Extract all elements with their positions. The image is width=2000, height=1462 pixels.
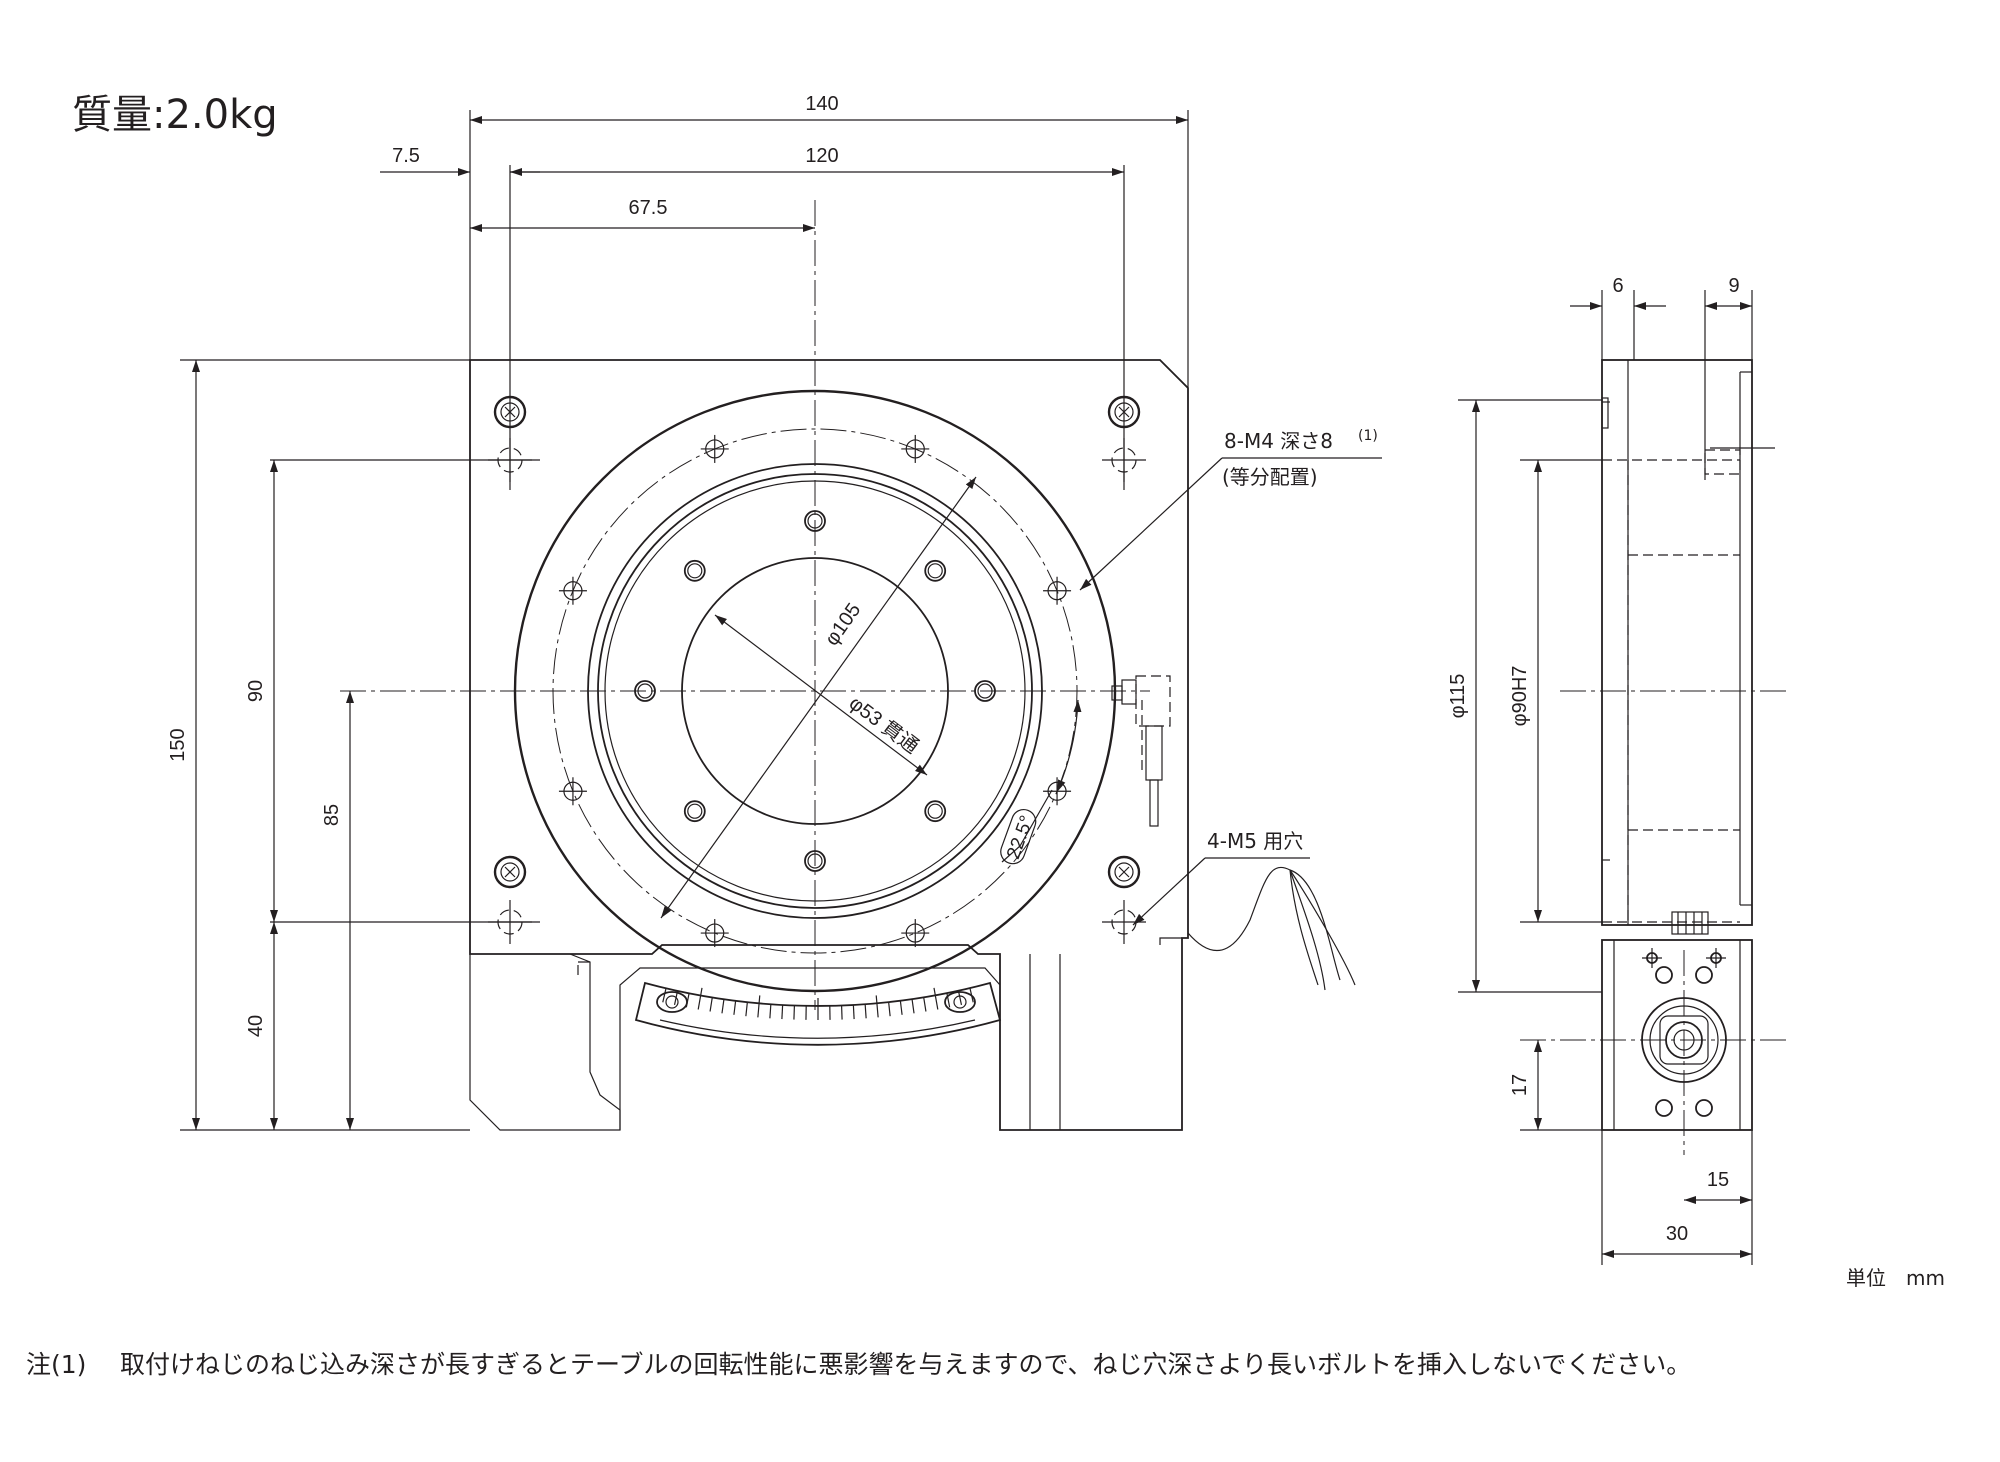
dim-40: 40 — [245, 922, 278, 1130]
scale-tick — [733, 1000, 737, 1015]
scale-tick — [769, 1004, 772, 1019]
front-center-lines — [180, 110, 1189, 1131]
svg-text:φ53 貫通: φ53 貫通 — [845, 691, 923, 758]
svg-text:30: 30 — [1666, 1223, 1688, 1245]
svg-text:140: 140 — [805, 93, 838, 115]
side-lower-block — [1601, 939, 1753, 1131]
scale-tick — [662, 988, 667, 1003]
dim-120: 120 — [510, 145, 1124, 176]
scale-tick — [745, 1002, 748, 1017]
svg-text:(1): (1) — [1358, 428, 1378, 444]
footnote-ref: 注(1) — [26, 1350, 87, 1379]
corner-screw — [493, 855, 527, 889]
scale-screw-left — [656, 991, 688, 1013]
svg-text:4-M5 用穴: 4-M5 用穴 — [1207, 829, 1303, 853]
lower-bracket — [469, 953, 621, 1131]
mass-label: 質量:2.0kg — [72, 92, 278, 138]
svg-text:φ115: φ115 — [1447, 674, 1469, 719]
stage-body-outline — [469, 359, 1189, 1131]
scale-tick — [911, 999, 915, 1014]
units-label: 単位 mm — [1846, 1266, 1945, 1290]
dim-dia-53: φ53 貫通 — [714, 614, 928, 776]
side-view: 6 9 φ115 φ90H7 17 15 30 — [1447, 275, 1790, 1265]
svg-text:67.5: 67.5 — [629, 197, 668, 219]
scale-tick — [864, 1004, 867, 1019]
svg-text:120: 120 — [805, 145, 838, 167]
scale-tick — [709, 997, 713, 1012]
svg-text:(等分配置): (等分配置) — [1222, 465, 1318, 489]
svg-text:90: 90 — [245, 680, 267, 702]
scale-tick — [721, 999, 725, 1014]
dim-140: 140 — [470, 93, 1188, 124]
scale-tick — [957, 991, 963, 1006]
scale-tick — [899, 1000, 903, 1015]
svg-text:150: 150 — [167, 728, 189, 761]
side-screw — [1695, 966, 1713, 984]
scale-tick — [933, 987, 939, 1010]
svg-text:85: 85 — [321, 804, 343, 826]
svg-text:22.5°: 22.5° — [1003, 813, 1038, 862]
svg-text:15: 15 — [1707, 1169, 1729, 1191]
callout-m4-holes: 8-M4 深さ8 (1) (等分配置) — [1079, 428, 1382, 591]
callout-m5-holes: 4-M5 用穴 — [1132, 829, 1310, 926]
scale-tick — [697, 987, 703, 1010]
dim-7-5: 7.5 — [380, 145, 540, 176]
svg-text:7.5: 7.5 — [392, 145, 420, 167]
scale-tick — [875, 995, 879, 1018]
svg-text:6: 6 — [1612, 275, 1623, 297]
footnote-text: 取付けねじのねじ込み深さが長すぎるとテーブルの回転性能に悪影響を与えますので、ね… — [120, 1350, 1692, 1379]
corner-screw — [1107, 855, 1141, 889]
front-view: 140 120 7.5 67.5 150 90 4 — [167, 93, 1382, 1131]
scale-tick — [757, 995, 761, 1018]
dim-67-5: 67.5 — [470, 197, 815, 232]
dim-side-15: 15 — [1684, 1169, 1752, 1204]
side-screw — [1655, 1099, 1673, 1117]
dim-side-dia-115: φ115 — [1447, 400, 1480, 992]
svg-text:9: 9 — [1728, 275, 1739, 297]
scale-tick — [923, 997, 927, 1012]
svg-text:φ90H7: φ90H7 — [1509, 666, 1531, 727]
svg-text:17: 17 — [1509, 1074, 1531, 1096]
side-screw — [1695, 1099, 1713, 1117]
dim-side-6: 6 — [1570, 275, 1666, 310]
angle-scale — [634, 981, 1002, 1046]
dim-150: 150 — [167, 360, 200, 1130]
side-body — [1601, 359, 1753, 926]
dim-side-dia-90h7: φ90H7 — [1509, 460, 1542, 922]
svg-text:40: 40 — [245, 1015, 267, 1037]
footnote: 注(1) 取付けねじのねじ込み深さが長すぎるとテーブルの回転性能に悪影響を与えます… — [26, 1345, 1691, 1381]
svg-text:φ105: φ105 — [821, 599, 866, 650]
dim-side-9: 9 — [1705, 275, 1752, 310]
dim-side-30: 30 — [1602, 1223, 1752, 1258]
svg-text:8-M4 深さ8: 8-M4 深さ8 — [1224, 429, 1333, 453]
side-screw — [1655, 966, 1673, 984]
scale-tick — [781, 1005, 784, 1020]
dim-angle-22-5: 22.5° — [1000, 699, 1082, 865]
dim-side-17: 17 — [1509, 1040, 1542, 1130]
dim-85: 85 — [321, 691, 354, 1130]
sensor-cable — [1111, 675, 1356, 991]
scale-tick — [888, 1002, 891, 1017]
scale-screw-right — [944, 991, 976, 1013]
dim-90: 90 — [245, 460, 278, 922]
scale-tick — [852, 1005, 855, 1020]
